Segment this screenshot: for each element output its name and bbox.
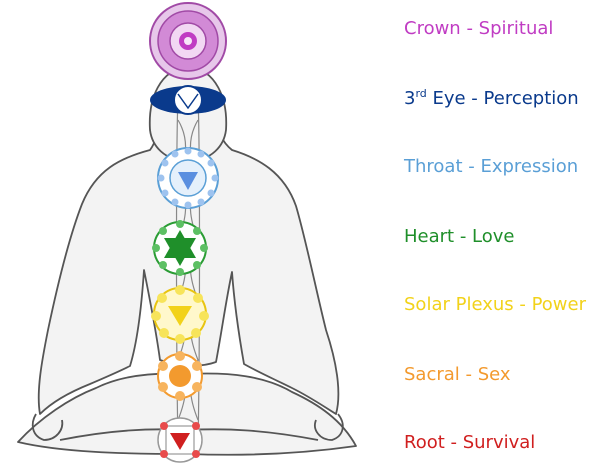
third-eye-chakra (150, 85, 226, 115)
solar-plexus-label: Solar Plexus - Power (404, 294, 587, 315)
crown-chakra (149, 2, 227, 80)
root-chakra (157, 417, 203, 463)
third-eye-label-sup: rd (415, 87, 427, 100)
crown-label: Crown - Spiritual (404, 18, 554, 39)
third-eye-label-rest: Eye - Perception (426, 88, 579, 109)
sacral-chakra (157, 351, 203, 401)
root-label: Root - Survival (404, 432, 536, 453)
throat-label: Throat - Expression (404, 156, 579, 177)
heart-label: Heart - Love (404, 226, 515, 247)
sacral-label: Sacral - Sex (404, 364, 511, 385)
third-eye-label-prefix: 3 (404, 88, 416, 109)
third-eye-label: 3rd Eye - Perception (404, 88, 579, 110)
solar-plexus-chakra (151, 285, 209, 344)
throat-chakra (157, 147, 219, 209)
heart-chakra (152, 220, 208, 276)
